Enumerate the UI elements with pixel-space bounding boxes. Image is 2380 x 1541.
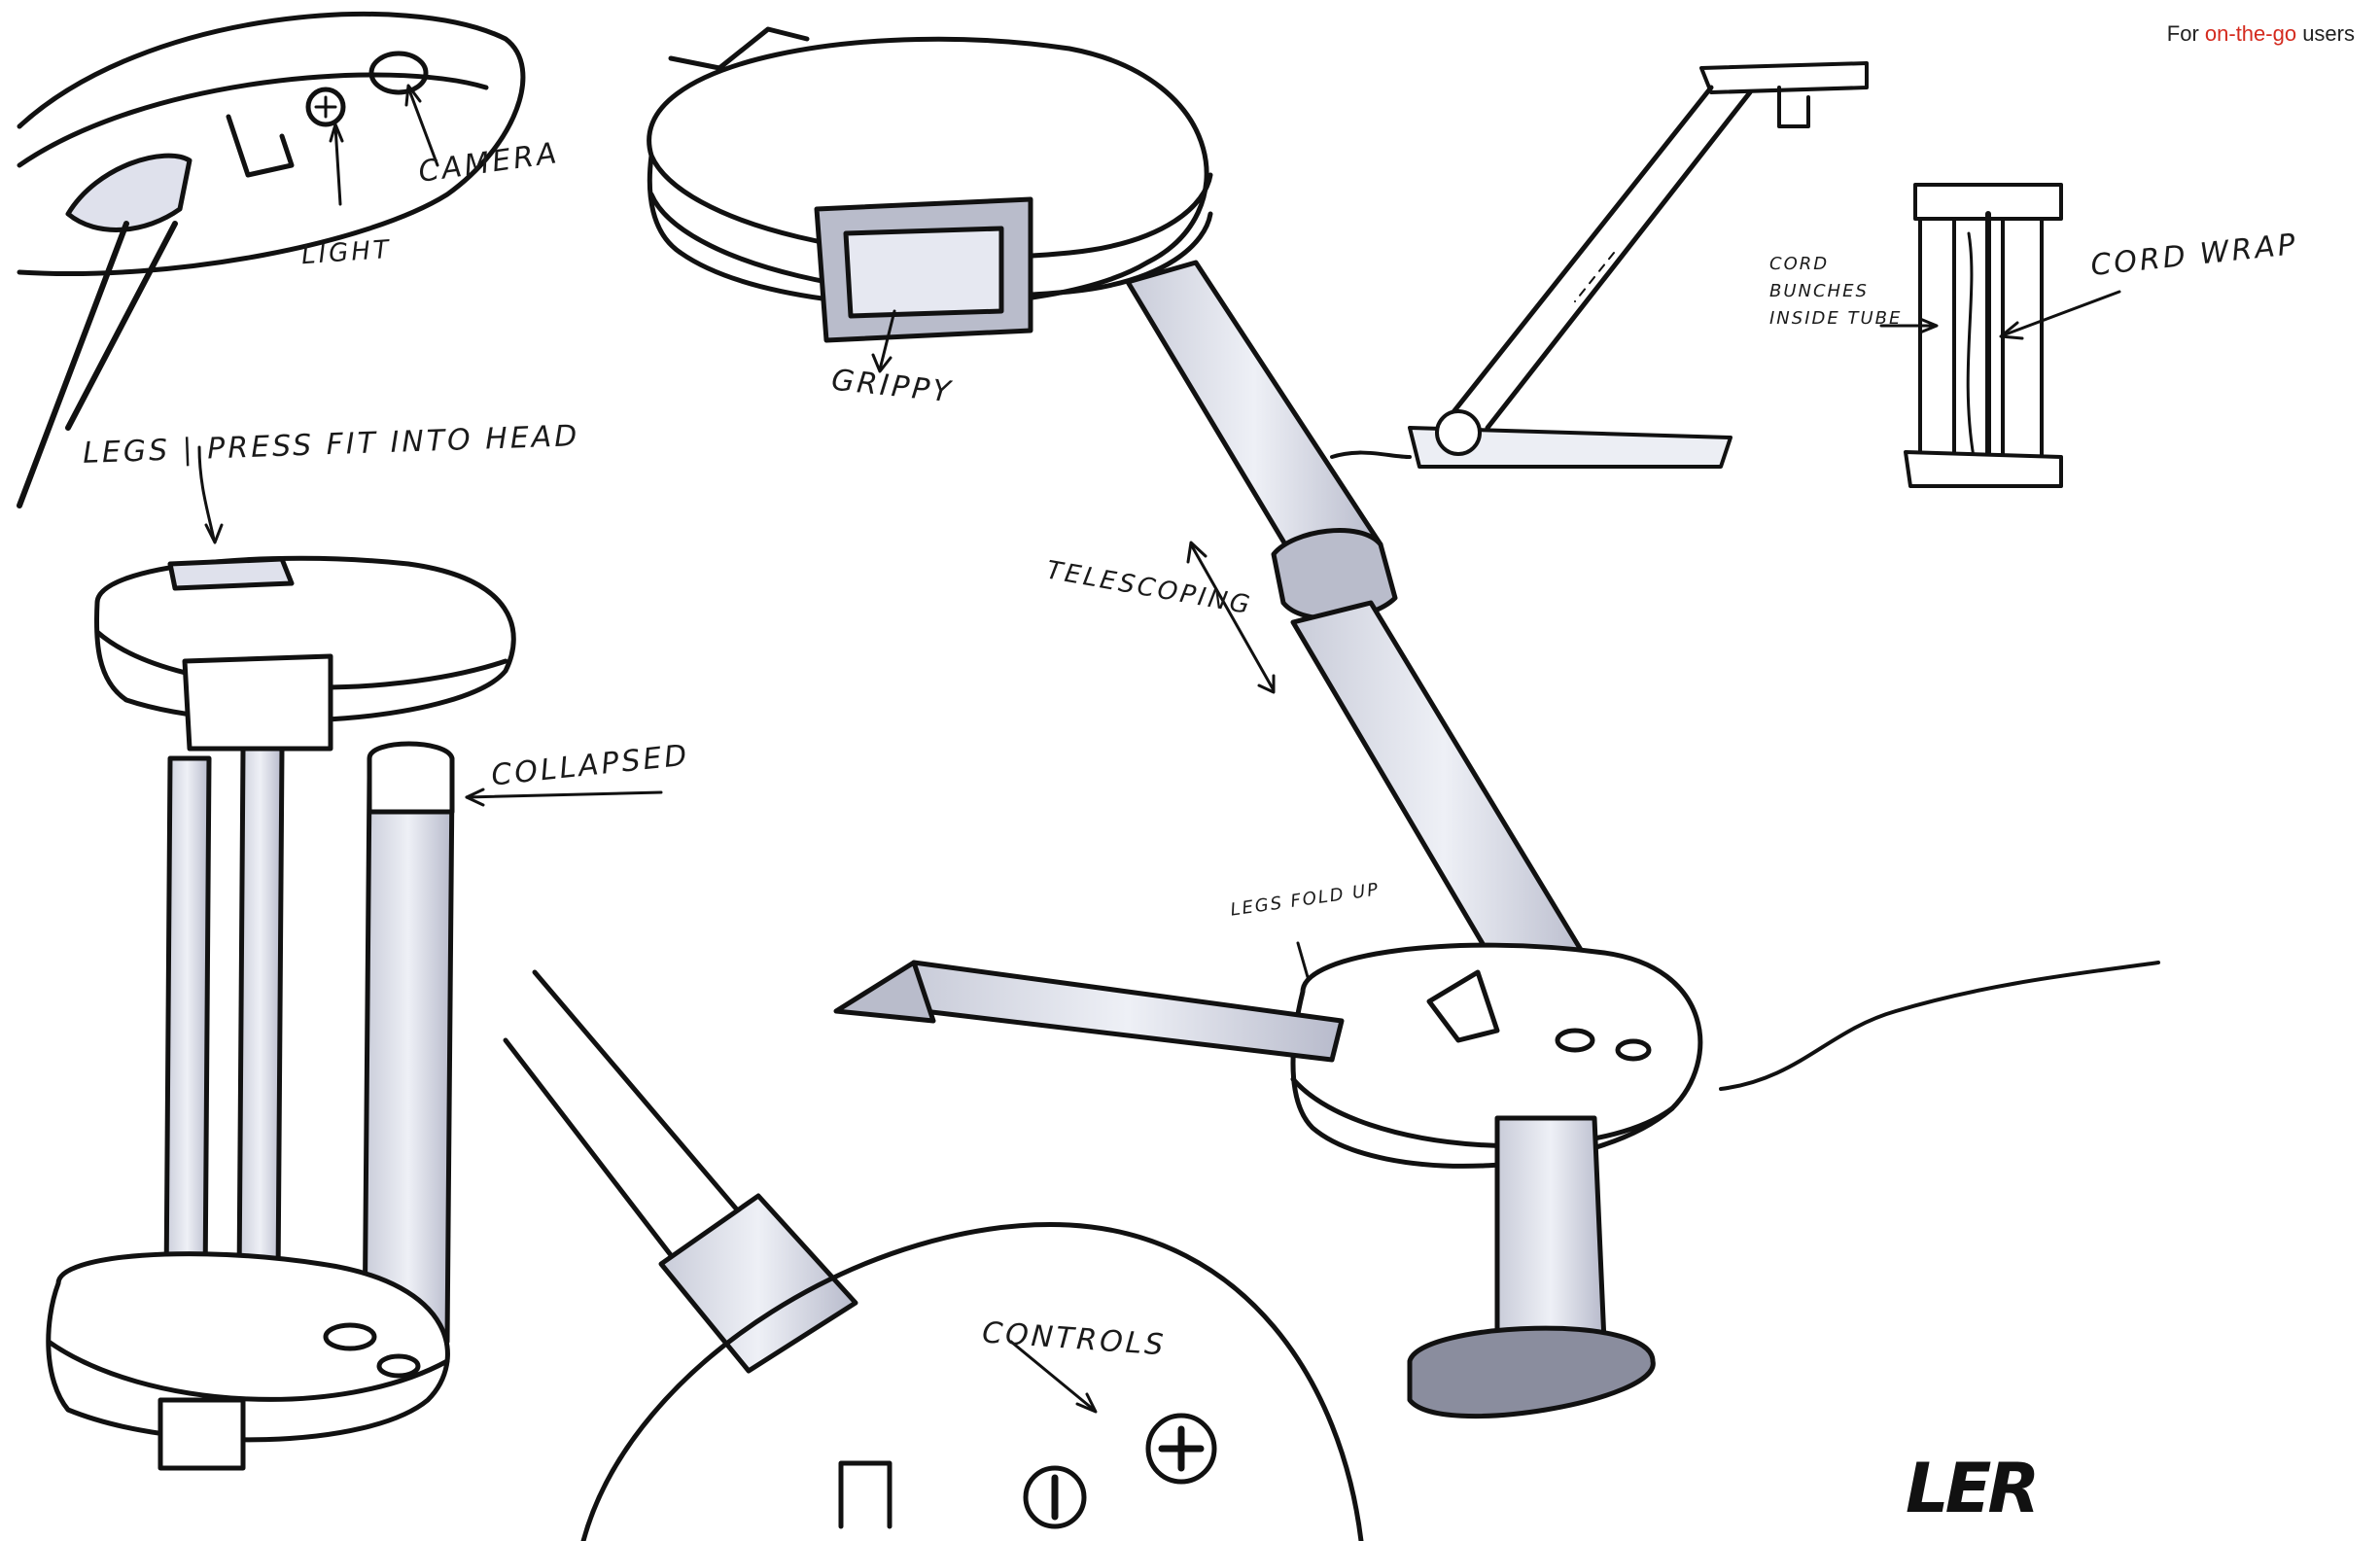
controls-closeup-sketch <box>503 969 1364 1541</box>
light-arrow <box>333 124 342 206</box>
light-icon <box>305 87 346 127</box>
artist-signature: LER <box>1906 1449 2040 1528</box>
side-view-sketch <box>1330 61 1869 469</box>
tagline-suffix: users <box>2296 21 2355 46</box>
clip-slot-icon <box>838 1460 892 1529</box>
clip-slot <box>226 114 295 178</box>
label-cord-bunches: CORD BUNCHES INSIDE TUBE <box>1769 254 1903 329</box>
tagline: For on-the-go users <box>2167 21 2355 47</box>
camera-arrow <box>406 86 439 167</box>
camera-lens-icon <box>368 51 429 95</box>
head-underside-sketch <box>17 11 526 508</box>
cord-wrap-sketch <box>1879 183 2121 488</box>
tagline-accent: on-the-go <box>2204 21 2297 46</box>
tagline-prefix: For <box>2166 21 2205 46</box>
collapsed-stand-sketch <box>46 445 663 1471</box>
head-with-grip-sketch <box>647 26 1213 373</box>
telescoping-stand-sketch <box>833 260 2160 1418</box>
